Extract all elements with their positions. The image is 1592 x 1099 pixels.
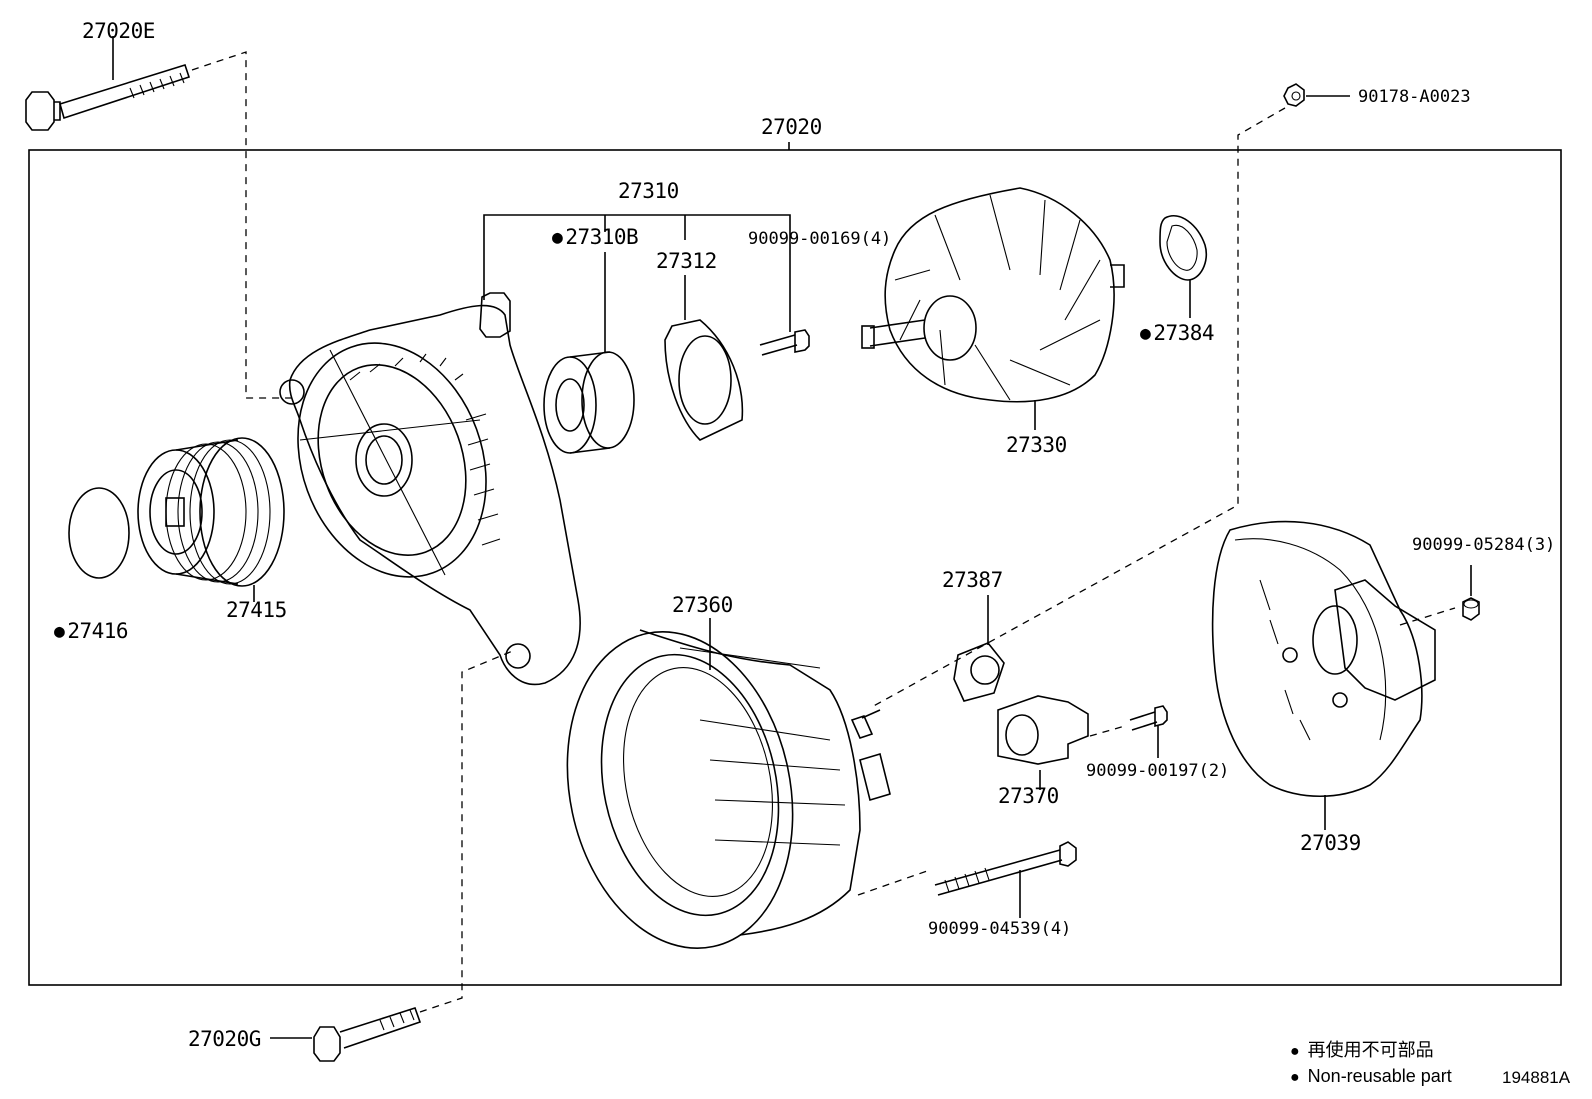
part-label-27330[interactable]: 27330 [1006, 433, 1067, 457]
part-label-27370[interactable]: 27370 [998, 784, 1059, 808]
drive-end-frame-drawing [279, 292, 581, 686]
bearing-27310b-drawing [543, 252, 635, 454]
part-label-27312[interactable]: 27312 [656, 249, 717, 273]
cap-27416-drawing [68, 487, 130, 579]
part-label-27310[interactable]: 27310 [618, 179, 679, 203]
legend-bullet-icon: ● [1290, 1069, 1300, 1086]
stator-27360-drawing [566, 618, 891, 949]
part-label-27020[interactable]: 27020 [761, 115, 822, 139]
rotor-27330-drawing [861, 187, 1125, 430]
part-label-27360[interactable]: 27360 [672, 593, 733, 617]
part-label-90099-04539[interactable]: 90099-04539(4) [928, 919, 1072, 939]
part-label-90099-05284[interactable]: 90099-05284(3) [1412, 535, 1556, 555]
pulley-27415-drawing [137, 437, 285, 602]
retainer-27312-drawing [664, 275, 744, 441]
bolt-27020e-drawing [25, 36, 191, 131]
part-label-27310b[interactable]: 27310B [552, 226, 638, 250]
illustration-reference-number: 194881A [1502, 1068, 1571, 1087]
legend-line-1: 再使用不可部品 [1307, 1040, 1434, 1060]
part-label-27415[interactable]: 27415 [226, 598, 287, 622]
screw-90099-00169-drawing [759, 255, 810, 356]
holder-27387-drawing [953, 595, 1005, 702]
regulator-27370-drawing [997, 695, 1089, 790]
part-label-27416[interactable]: 27416 [54, 620, 128, 644]
legend-bullet-icon: ● [1290, 1043, 1300, 1060]
part-label-27039[interactable]: 27039 [1300, 831, 1361, 855]
part-label-27020e[interactable]: 27020E [82, 19, 155, 43]
part-label-90178-a0023[interactable]: 90178-A0023 [1358, 87, 1471, 107]
part-label-27384[interactable]: 27384 [1140, 322, 1214, 346]
legend-line-2: Non-reusable part [1307, 1066, 1452, 1086]
legend-non-reusable-en: ● Non-reusable part [1290, 1064, 1452, 1090]
legend-non-reusable-jp: ● 再使用不可部品 [1290, 1038, 1434, 1064]
part-label-27020g[interactable]: 27020G [188, 1027, 261, 1051]
nut-90178-drawing [1283, 83, 1350, 107]
assembly-frame [28, 149, 1562, 986]
part-label-90099-00169[interactable]: 90099-00169(4) [748, 229, 892, 249]
seal-27384-drawing [1159, 215, 1207, 318]
bolt-90099-04539-drawing [934, 841, 1077, 918]
bolt-27020g-drawing [270, 1007, 422, 1062]
nut-90099-05284-drawing [1462, 565, 1480, 621]
rear-cover-27039-drawing [1211, 520, 1436, 830]
part-label-27387[interactable]: 27387 [942, 568, 1003, 592]
part-label-90099-00197[interactable]: 90099-00197(2) [1086, 761, 1230, 781]
screw-90099-00197-drawing [1129, 705, 1168, 758]
